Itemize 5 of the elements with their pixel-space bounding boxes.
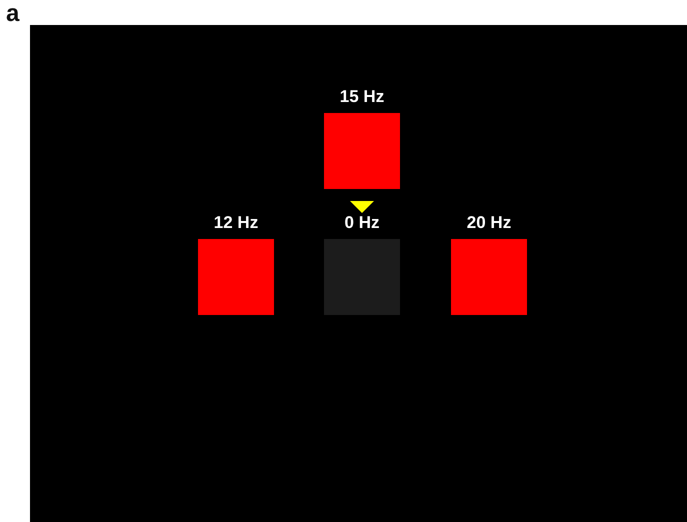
frequency-label: 0 Hz [344,213,380,233]
frequency-label: 12 Hz [214,213,258,233]
frequency-label: 15 Hz [340,87,384,107]
panel-letter: a [6,2,20,26]
frequency-label: 20 Hz [466,213,512,233]
